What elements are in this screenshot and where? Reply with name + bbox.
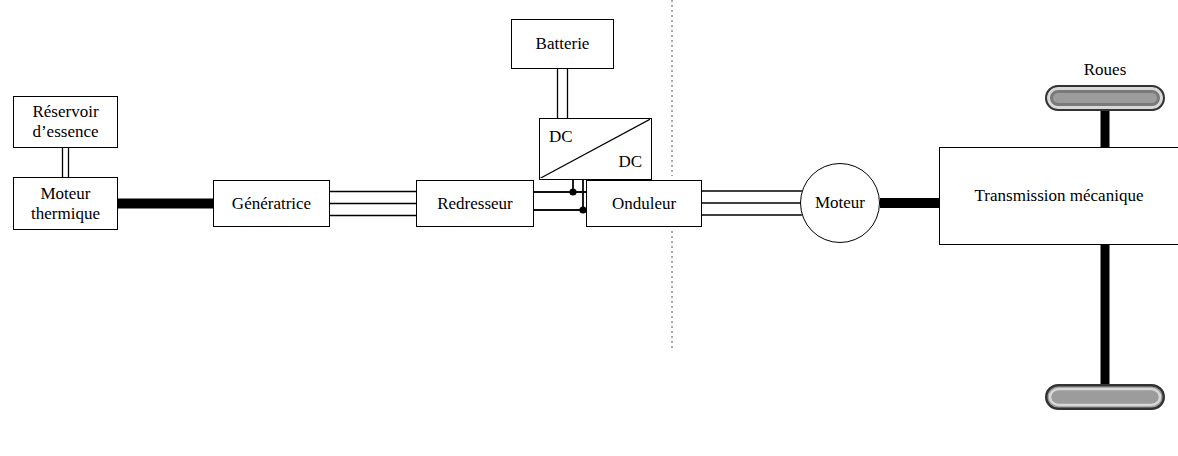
wire — [702, 202, 800, 203]
generator-box: Génératrice — [213, 180, 330, 227]
junction-dots — [569, 188, 586, 213]
node-label: Redresseur — [437, 194, 513, 214]
wire — [534, 180, 583, 210]
inverter-box: Onduleur — [586, 180, 702, 227]
wheel-rim — [1050, 389, 1160, 405]
divider-dashed-line — [672, 0, 673, 176]
wire — [880, 198, 939, 208]
wire — [1101, 111, 1110, 147]
node-label: DC — [618, 152, 642, 172]
converter-box: DC DC — [539, 118, 652, 180]
node-label: Réservoir d’essence — [19, 102, 112, 141]
rectifier-box: Redresseur — [416, 180, 534, 227]
node-label: Onduleur — [612, 194, 676, 214]
node-label: Batterie — [536, 34, 590, 54]
transmission-box: Transmission mécanique — [939, 147, 1178, 245]
wire — [330, 191, 416, 192]
lower-wheel — [1046, 385, 1164, 409]
diagonal-line — [540, 119, 650, 178]
node-label: Génératrice — [232, 194, 311, 214]
divider-dashed-line — [672, 231, 673, 350]
node-label: Moteur thermique — [19, 184, 112, 223]
wire — [567, 69, 568, 118]
wire — [62, 148, 63, 177]
wire — [330, 203, 416, 204]
axle-shaft — [1101, 245, 1110, 384]
shaft-link — [880, 203, 939, 204]
converter-bus-line — [534, 180, 583, 210]
shaft-link — [118, 203, 213, 204]
tank-box: Réservoir d’essence — [13, 96, 118, 148]
wire — [702, 214, 802, 215]
fuel-line — [63, 148, 69, 177]
shaft-link — [1105, 111, 1106, 147]
wire — [702, 190, 802, 191]
dc-bus-line — [534, 192, 586, 210]
junction-dot — [569, 188, 576, 195]
node-label: Transmission mécanique — [975, 186, 1144, 206]
battery-box: Batterie — [511, 19, 614, 69]
three-phase-line — [702, 191, 802, 215]
wire — [68, 148, 69, 177]
wire — [330, 215, 416, 216]
wire — [534, 180, 573, 192]
wheel-shape: Roues — [1045, 85, 1165, 111]
motor-circle: Moteur — [800, 163, 880, 243]
node-label: DC — [549, 127, 573, 147]
wheel-outline — [1046, 385, 1164, 409]
node-label: Roues — [1082, 60, 1129, 80]
battery-line — [558, 69, 568, 118]
wire — [118, 199, 213, 209]
node-label: Moteur — [815, 193, 865, 213]
engine-box: Moteur thermique — [13, 177, 118, 230]
wire — [557, 69, 558, 118]
three-phase-line — [330, 192, 416, 216]
